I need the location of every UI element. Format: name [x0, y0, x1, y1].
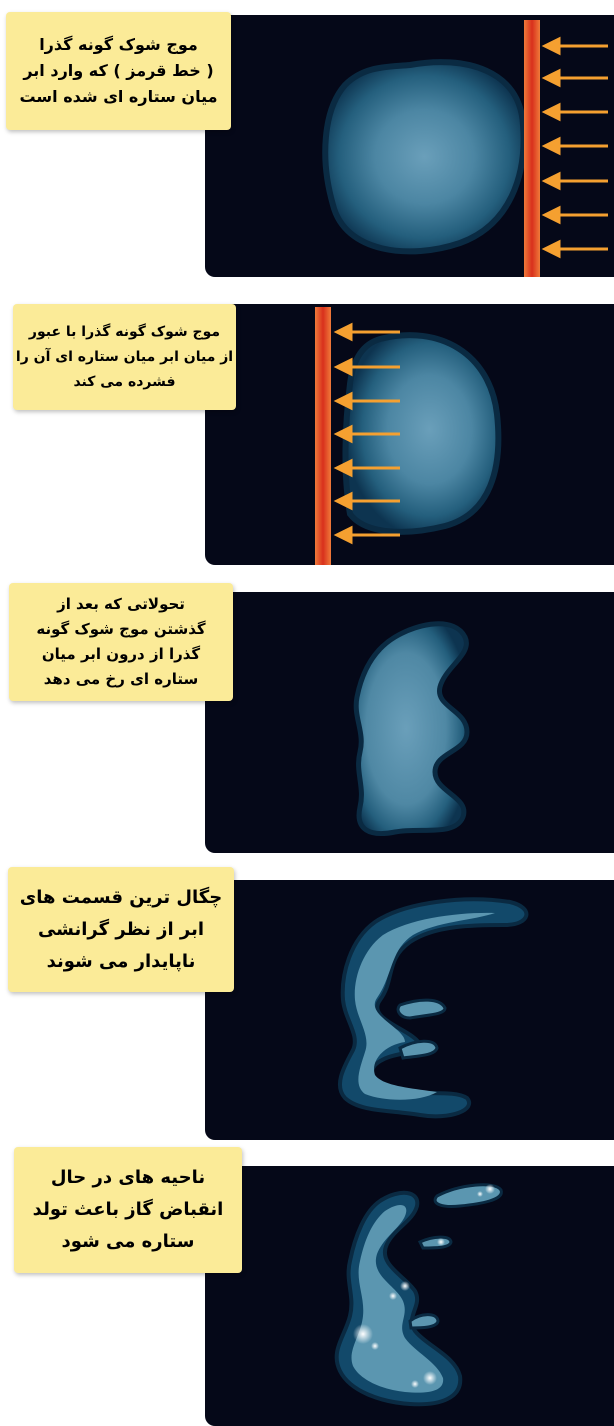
collapsing-clump-2 [420, 1237, 451, 1248]
caption-stage-4: چگال ترین قسمت های ابر از نظر گرانشی ناپ… [8, 867, 234, 992]
caption-text-5: ناحیه های در حال انقباض گاز باعث تولد ست… [33, 1162, 224, 1258]
stage-4-graphic [205, 880, 614, 1140]
stage-panel-3 [205, 592, 614, 853]
stage-3-graphic [205, 592, 614, 853]
caption-stage-5: ناحیه های در حال انقباض گاز باعث تولد ست… [14, 1147, 242, 1273]
stage-panel-5 [205, 1166, 614, 1426]
caption-text-3: تحولاتی که بعد از گذشتن موج شوک گونه گذر… [36, 592, 205, 692]
shock-line-2 [315, 307, 331, 565]
shock-arrows-1 [545, 39, 608, 256]
stage-panel-1 [205, 15, 614, 277]
stage-5-graphic [205, 1166, 614, 1426]
cloud-1 [325, 62, 523, 251]
cloud-4-finger-2 [400, 1041, 437, 1058]
stage-panel-4 [205, 880, 614, 1140]
caption-stage-2: موج شوک گونه گذرا با عبور از میان ابر می… [13, 304, 236, 410]
caption-stage-1: موج شوک گونه گذرا ( خط قرمز ) که وارد اب… [6, 12, 231, 130]
stage-2-graphic [205, 304, 614, 565]
cloud-4-finger [398, 1000, 445, 1018]
caption-stage-3: تحولاتی که بعد از گذشتن موج شوک گونه گذر… [9, 583, 233, 701]
stage-panel-2 [205, 304, 614, 565]
caption-text-2: موج شوک گونه گذرا با عبور از میان ابر می… [16, 320, 233, 395]
stage-1-graphic [205, 15, 614, 277]
collapsing-clump-3 [410, 1315, 438, 1328]
caption-text-1: موج شوک گونه گذرا ( خط قرمز ) که وارد اب… [19, 32, 217, 110]
shock-line-1 [524, 20, 540, 277]
caption-text-4: چگال ترین قسمت های ابر از نظر گرانشی ناپ… [20, 882, 223, 978]
cloud-3 [356, 624, 467, 834]
